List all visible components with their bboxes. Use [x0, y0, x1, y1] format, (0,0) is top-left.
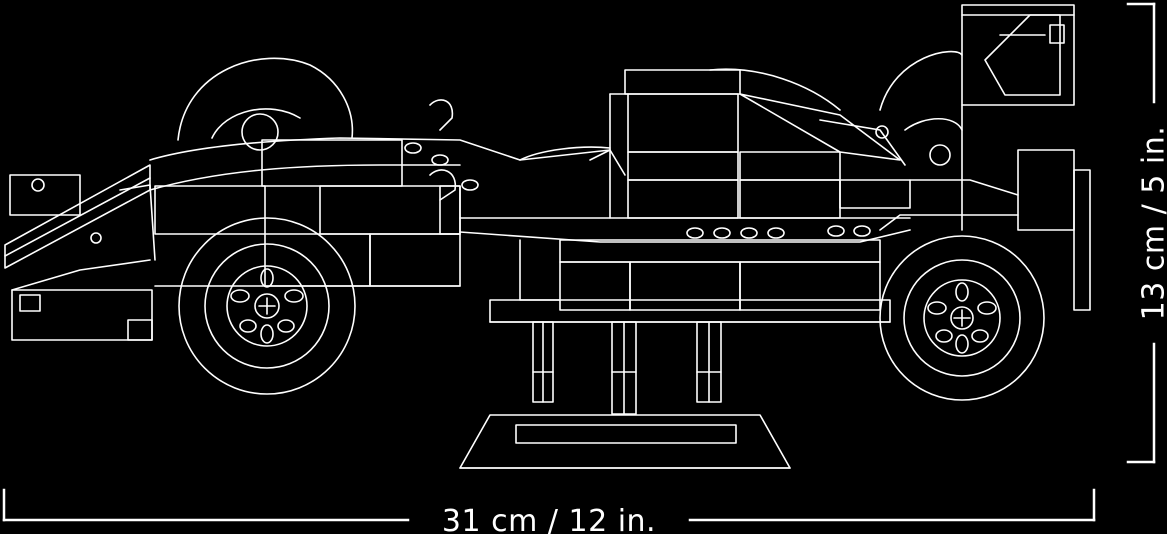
wheel: [879, 235, 1045, 401]
rear-top-wheel: [879, 50, 963, 166]
height-dimension-label: 13 cm / 5 in.: [1137, 126, 1167, 321]
width-dimension-label: 31 cm / 12 in.: [442, 504, 656, 534]
wheel: [178, 217, 356, 395]
front-top-wheel: [177, 57, 354, 151]
width-dimension: [2, 488, 1096, 522]
rear-wing: [961, 4, 1091, 311]
height-dimension: [1126, 2, 1156, 464]
race-car-line-drawing: [4, 4, 1091, 469]
front-nose: [4, 164, 156, 341]
chassis: [149, 99, 1019, 323]
display-stand: [459, 321, 791, 469]
engine-block: [609, 68, 911, 219]
